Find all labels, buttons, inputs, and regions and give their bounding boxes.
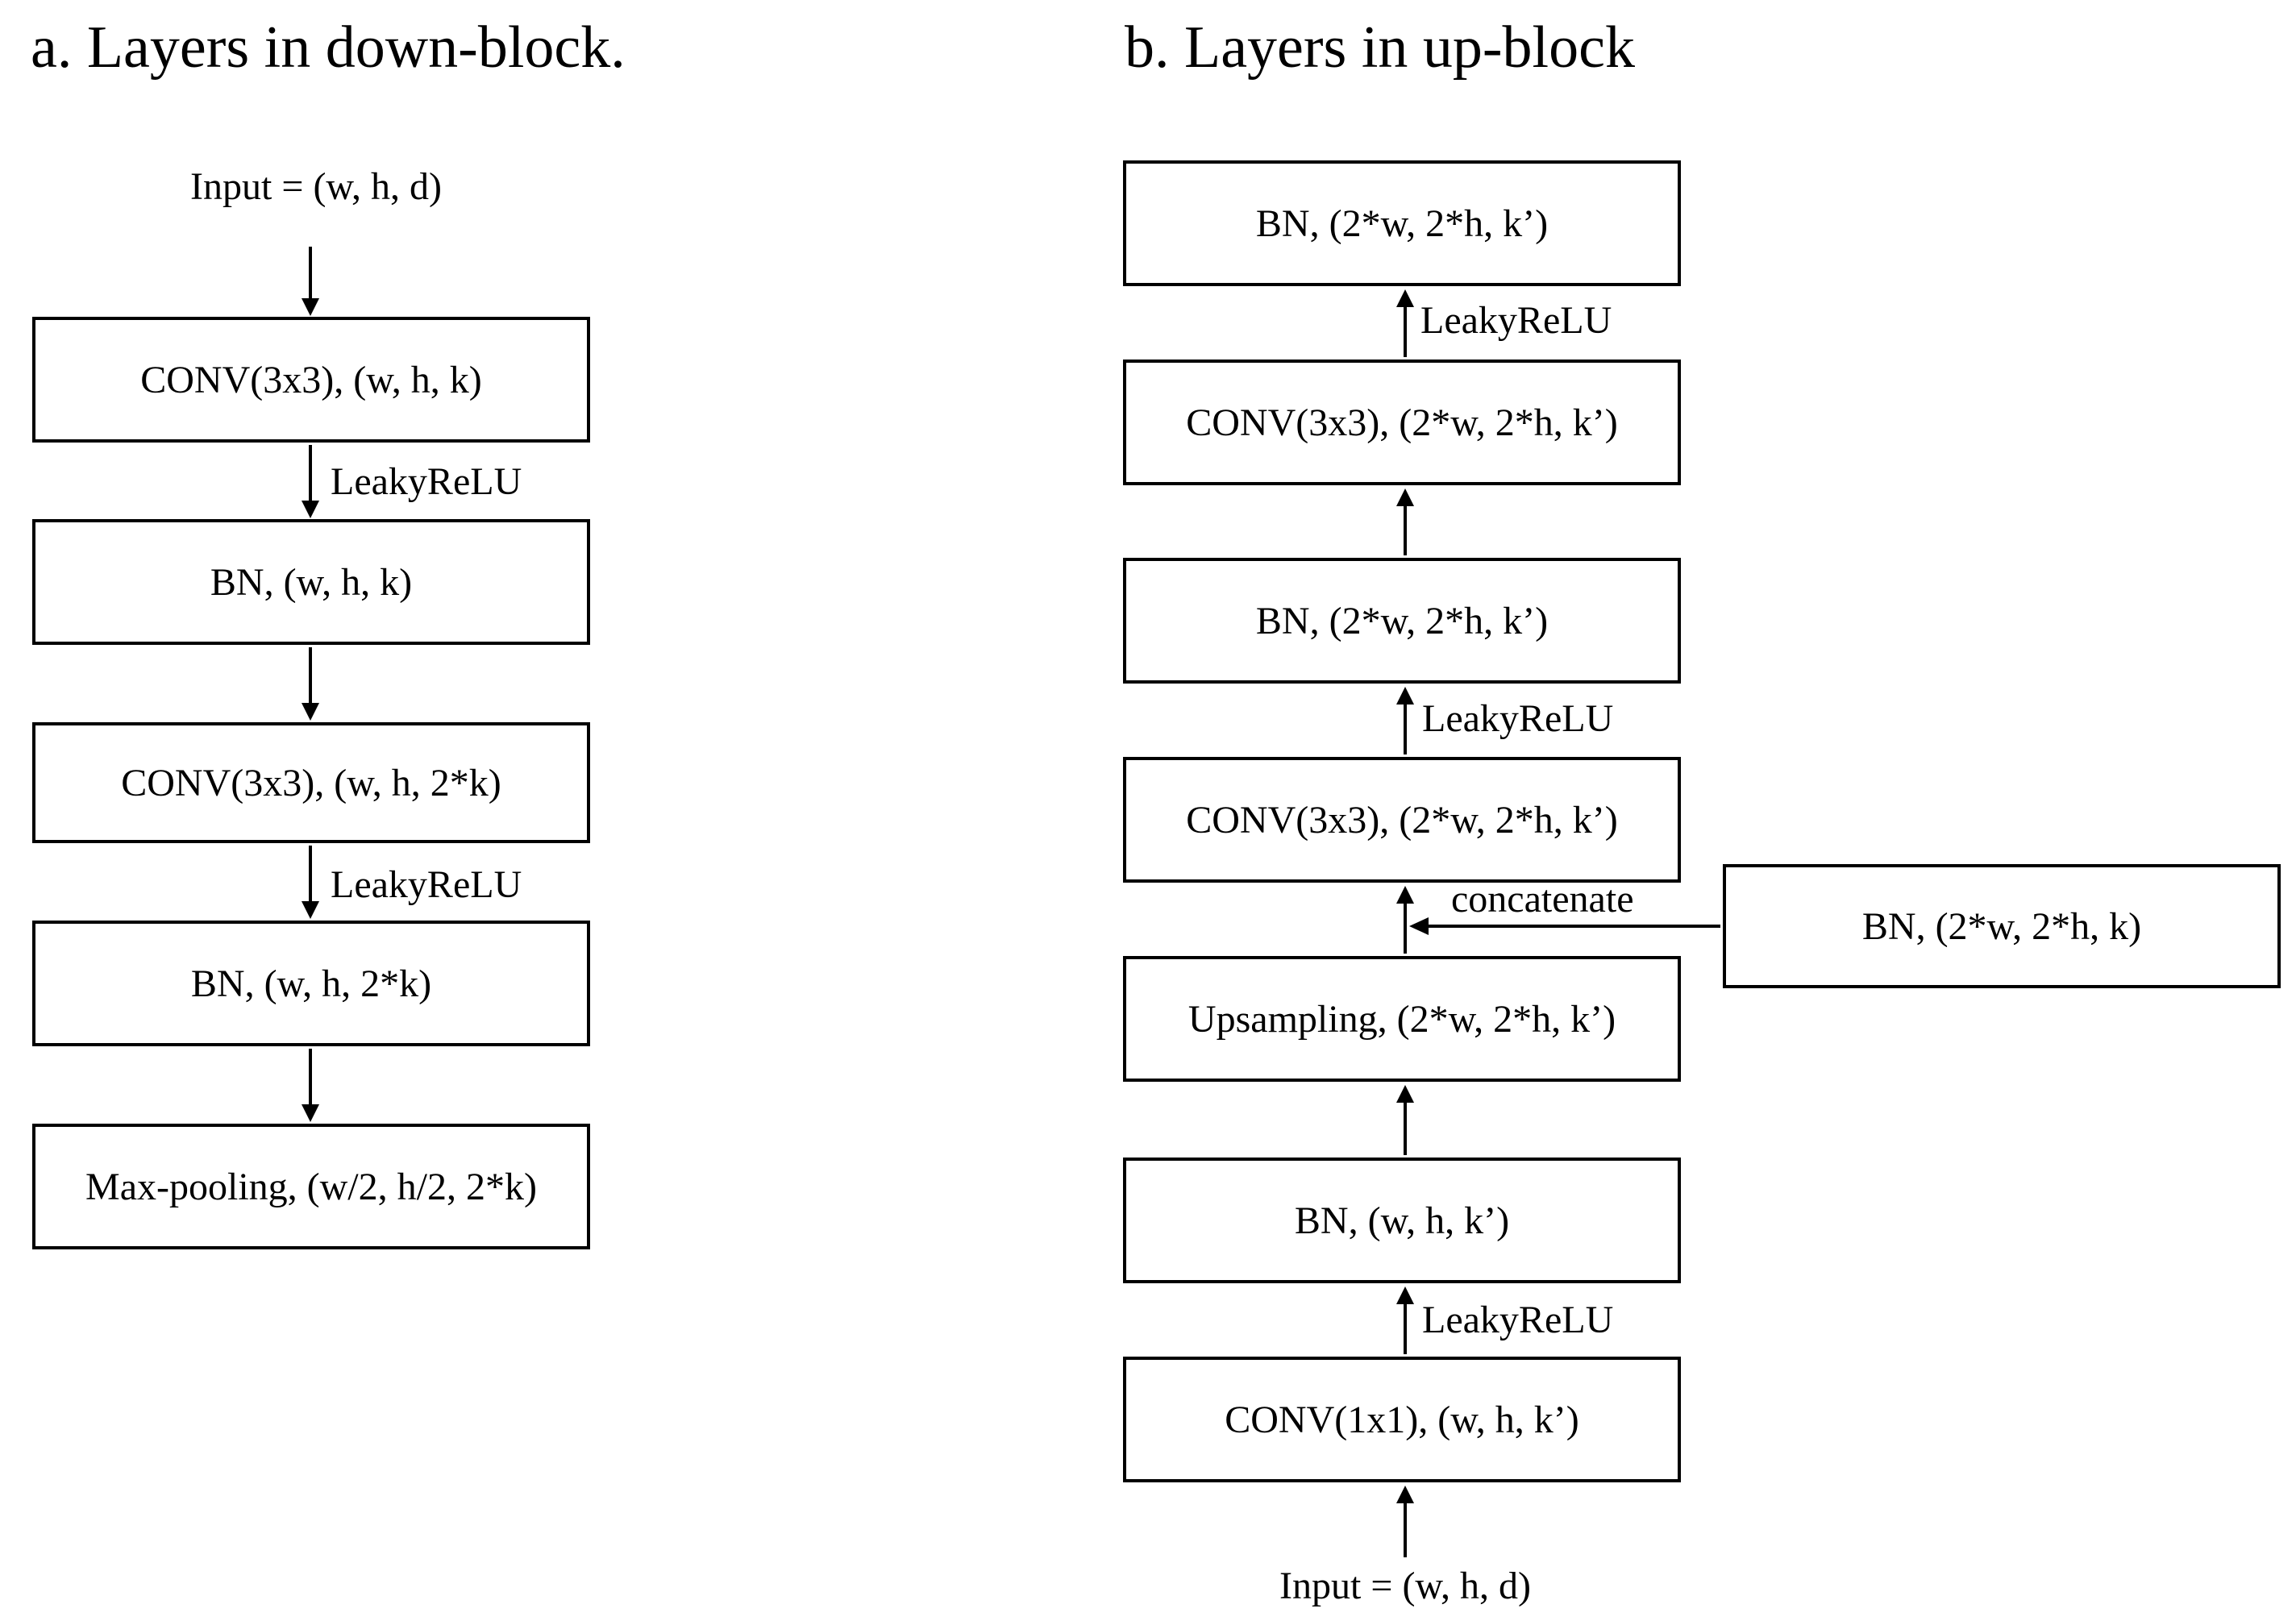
skip-connection-bn-box: BN, (2*w, 2*h, k) bbox=[1723, 864, 2281, 988]
up-bn-top-box: BN, (2*w, 2*h, k’) bbox=[1123, 160, 1681, 286]
up-conv3-box: CONV(3x3), (2*w, 2*h, k’) bbox=[1123, 360, 1681, 485]
up-upsampling-box: Upsampling, (2*w, 2*h, k’) bbox=[1123, 956, 1681, 1082]
up-edge-label-leakyrelu-bottom: LeakyReLU bbox=[1422, 1299, 1614, 1341]
down-block-input-label: Input = (w, h, d) bbox=[190, 165, 442, 208]
down-conv1-box: CONV(3x3), (w, h, k) bbox=[32, 317, 590, 443]
up-block-input-label: Input = (w, h, d) bbox=[1279, 1565, 1531, 1607]
up-conv1x1-box: CONV(1x1), (w, h, k’) bbox=[1123, 1357, 1681, 1482]
down-conv2-box: CONV(3x3), (w, h, 2*k) bbox=[32, 722, 590, 843]
down-edge-label-leakyrelu-1: LeakyReLU bbox=[331, 460, 522, 503]
down-edge-label-leakyrelu-2: LeakyReLU bbox=[331, 863, 522, 906]
up-edge-label-leakyrelu-top: LeakyReLU bbox=[1420, 299, 1612, 342]
down-bn1-box: BN, (w, h, k) bbox=[32, 519, 590, 645]
up-bn2-box: BN, (2*w, 2*h, k’) bbox=[1123, 558, 1681, 684]
panel-a-title: a. Layers in down-block. bbox=[31, 15, 626, 81]
up-bn1-box: BN, (w, h, k’) bbox=[1123, 1158, 1681, 1283]
up-edge-label-leakyrelu-mid: LeakyReLU bbox=[1422, 697, 1614, 740]
panel-b-title: b. Layers in up-block bbox=[1125, 15, 1635, 81]
down-maxpool-box: Max-pooling, (w/2, h/2, 2*k) bbox=[32, 1124, 590, 1249]
down-bn2-box: BN, (w, h, 2*k) bbox=[32, 921, 590, 1046]
up-conv2-box: CONV(3x3), (2*w, 2*h, k’) bbox=[1123, 757, 1681, 883]
concatenate-label: concatenate bbox=[1451, 878, 1634, 921]
